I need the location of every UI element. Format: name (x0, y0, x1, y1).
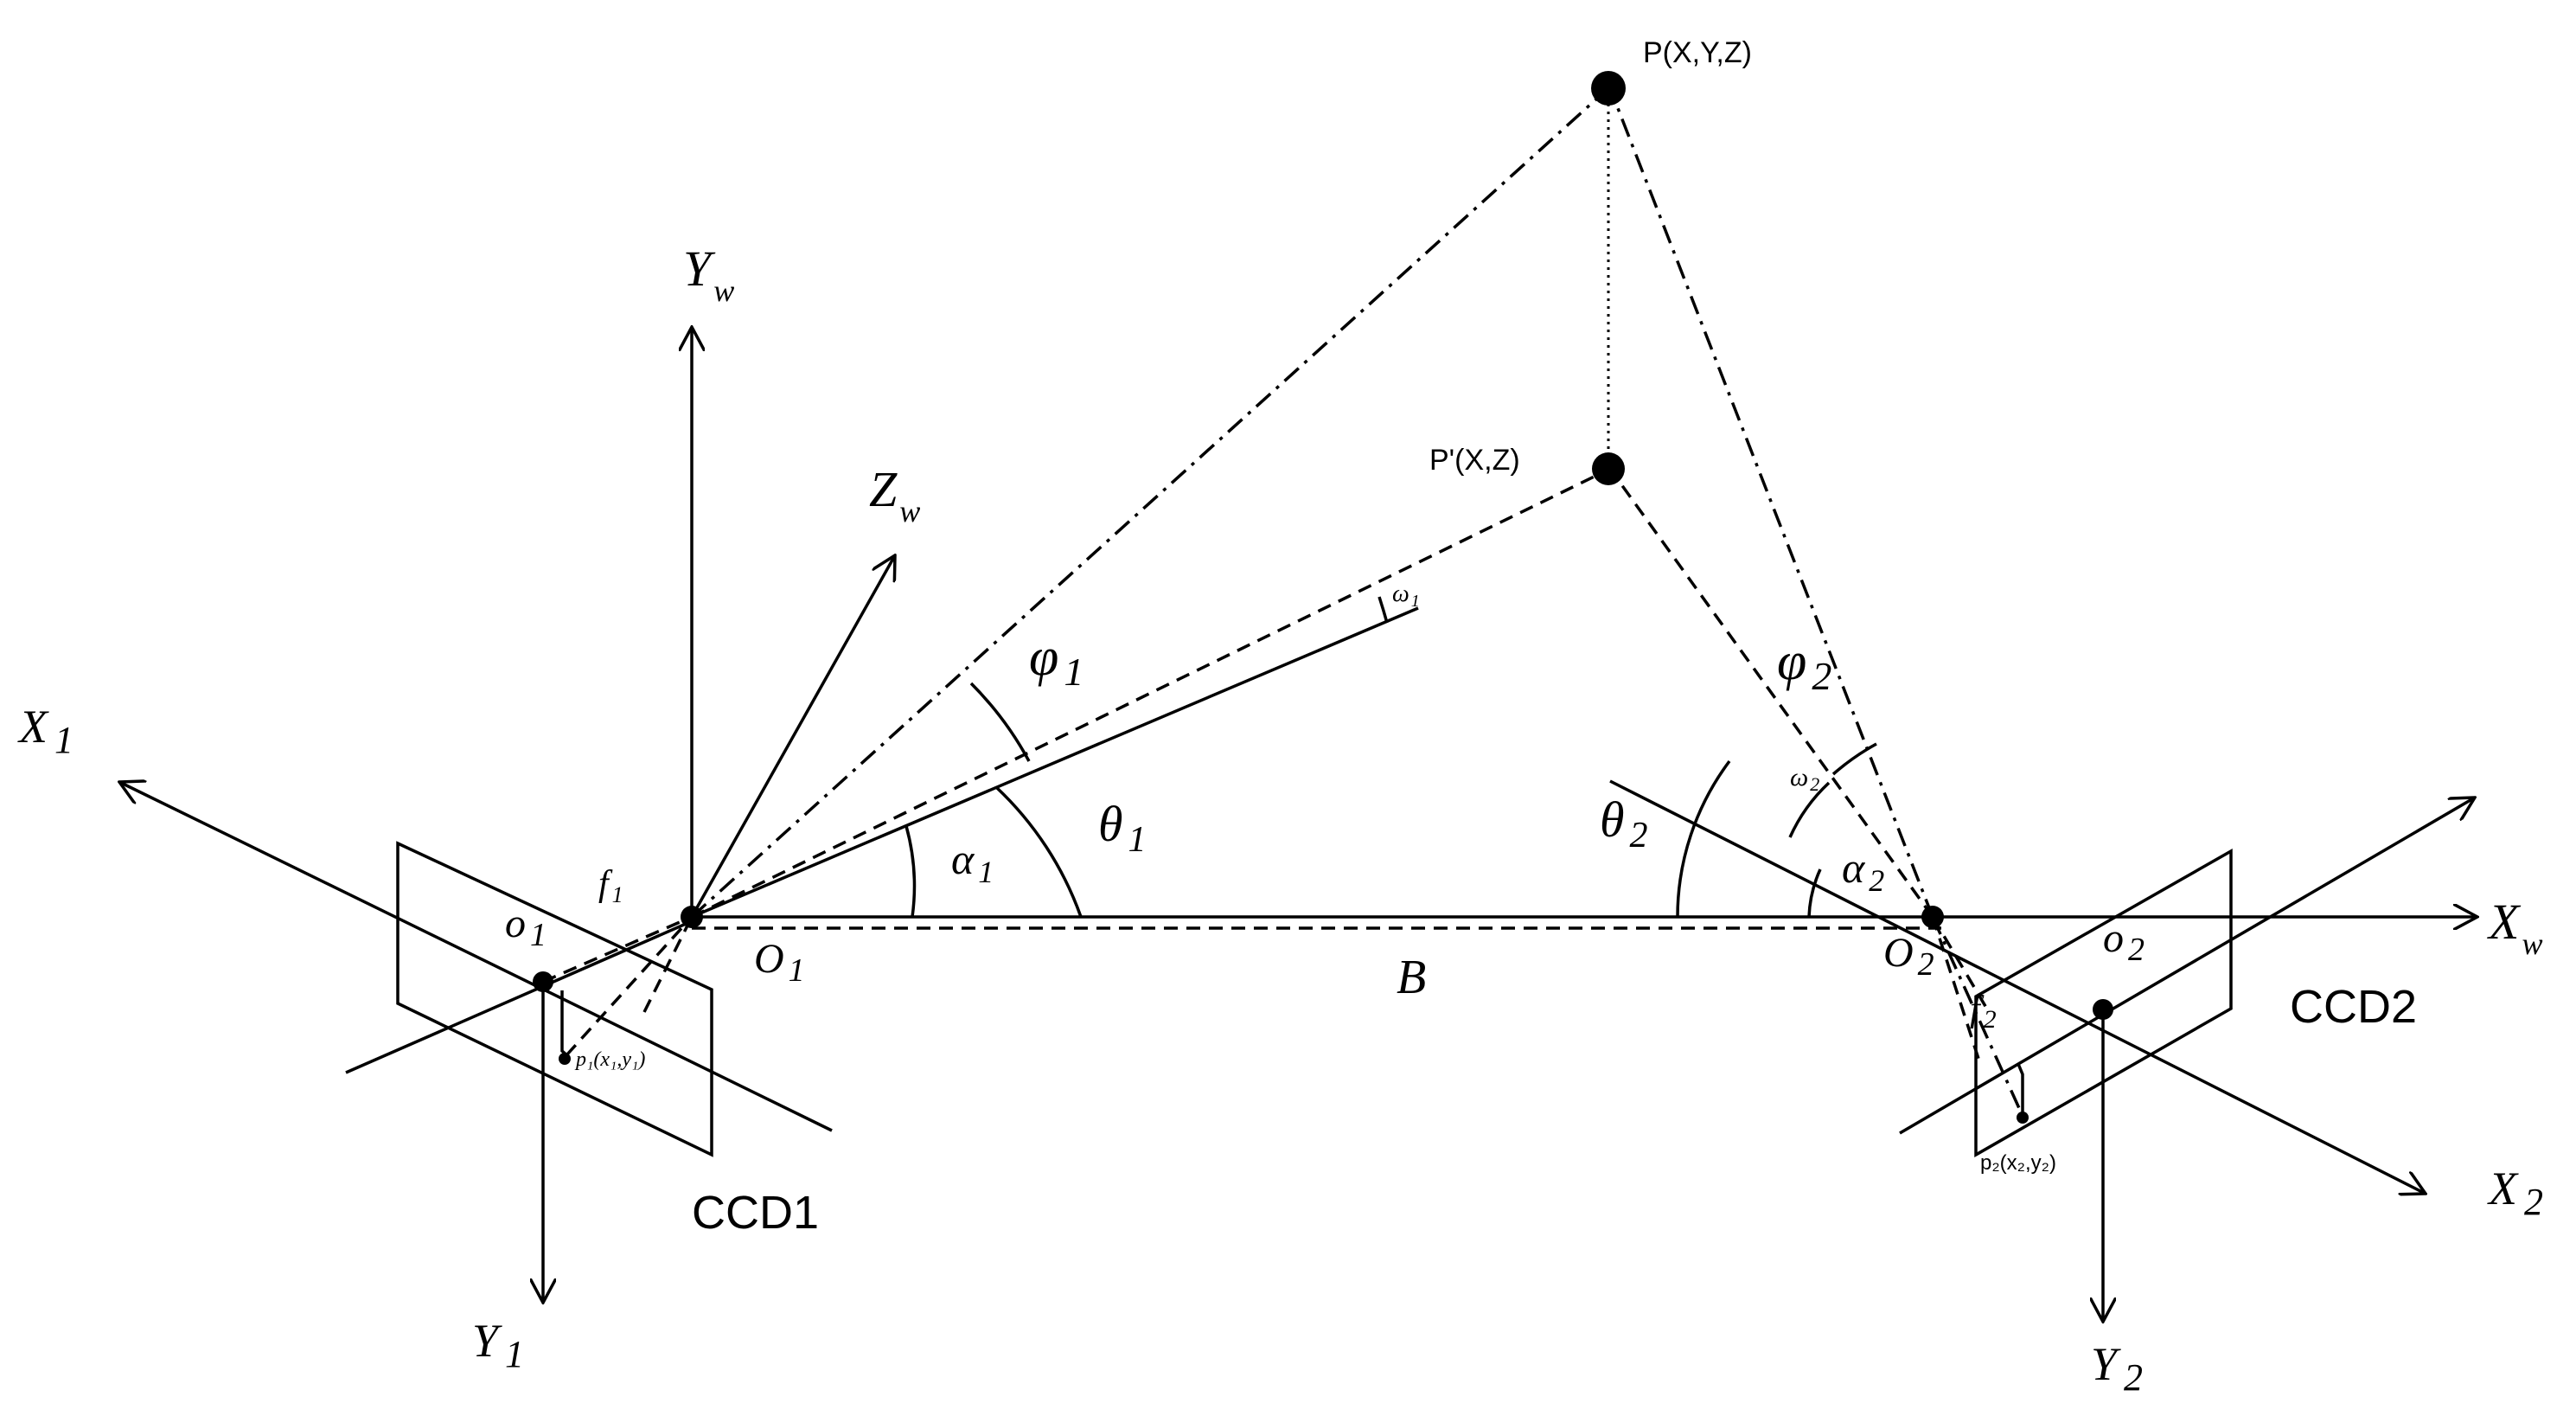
label-ccd1: CCD1 (692, 1187, 819, 1239)
line-o1-to-pprime (691, 467, 1611, 919)
label-p: P(X,Y,Z) (1643, 36, 1752, 69)
ccd2-image-plane (1974, 848, 2233, 1158)
zw-axis (690, 555, 895, 918)
arc-phi1 (969, 682, 1031, 762)
x2-axis (1609, 779, 2426, 1194)
f1-ray-3 (642, 916, 694, 1013)
label-baseline-b: B (1397, 951, 1426, 1004)
label-p2: p₂(x₂,y₂) (1980, 1151, 2056, 1175)
f2-ray-2 (1931, 916, 2024, 1117)
line-o2-to-pprime (1608, 467, 1934, 919)
arc-theta1 (994, 785, 1083, 918)
ccd1-image-plane (396, 841, 713, 1157)
point-p (1591, 71, 1626, 106)
arc-theta2 (1676, 759, 1731, 918)
ccd1-horizontal-line (345, 919, 693, 1074)
f2-ray-1 (1931, 916, 1982, 1065)
label-p-prime: P'(X,Z) (1429, 444, 1520, 477)
label-ccd2: CCD2 (2290, 981, 2417, 1033)
x1-axis (119, 782, 833, 1132)
arc-phi2 (1831, 742, 1877, 776)
o2-center-point (2093, 999, 2113, 1020)
label-yw: Yw (683, 240, 734, 308)
f1-ray-1 (542, 915, 693, 984)
cam2-diagonal-axis (1899, 798, 2475, 1135)
f1-ray-2 (565, 915, 694, 1057)
arc-alpha1 (904, 825, 917, 918)
label-xw: Xw (2487, 894, 2542, 961)
label-omega2: ω2 (1790, 763, 1819, 795)
arc-omega1 (1377, 596, 1389, 624)
p2-projection (2017, 1063, 2024, 1116)
cam1-optical-axis (691, 606, 1419, 919)
f2-ray-3 (1931, 916, 1991, 1013)
label-zw: Zw (869, 461, 920, 529)
p2-point (2017, 1112, 2029, 1124)
line-o1-to-p (690, 86, 1610, 919)
line-o2-to-p (1608, 87, 1934, 918)
arc-omega2 (1788, 781, 1831, 838)
arc-alpha2 (1807, 868, 1822, 918)
o1-center-point (533, 971, 553, 992)
label-p1: p₁(x₁,y₁) (574, 1048, 645, 1071)
point-p-prime (1592, 452, 1625, 485)
